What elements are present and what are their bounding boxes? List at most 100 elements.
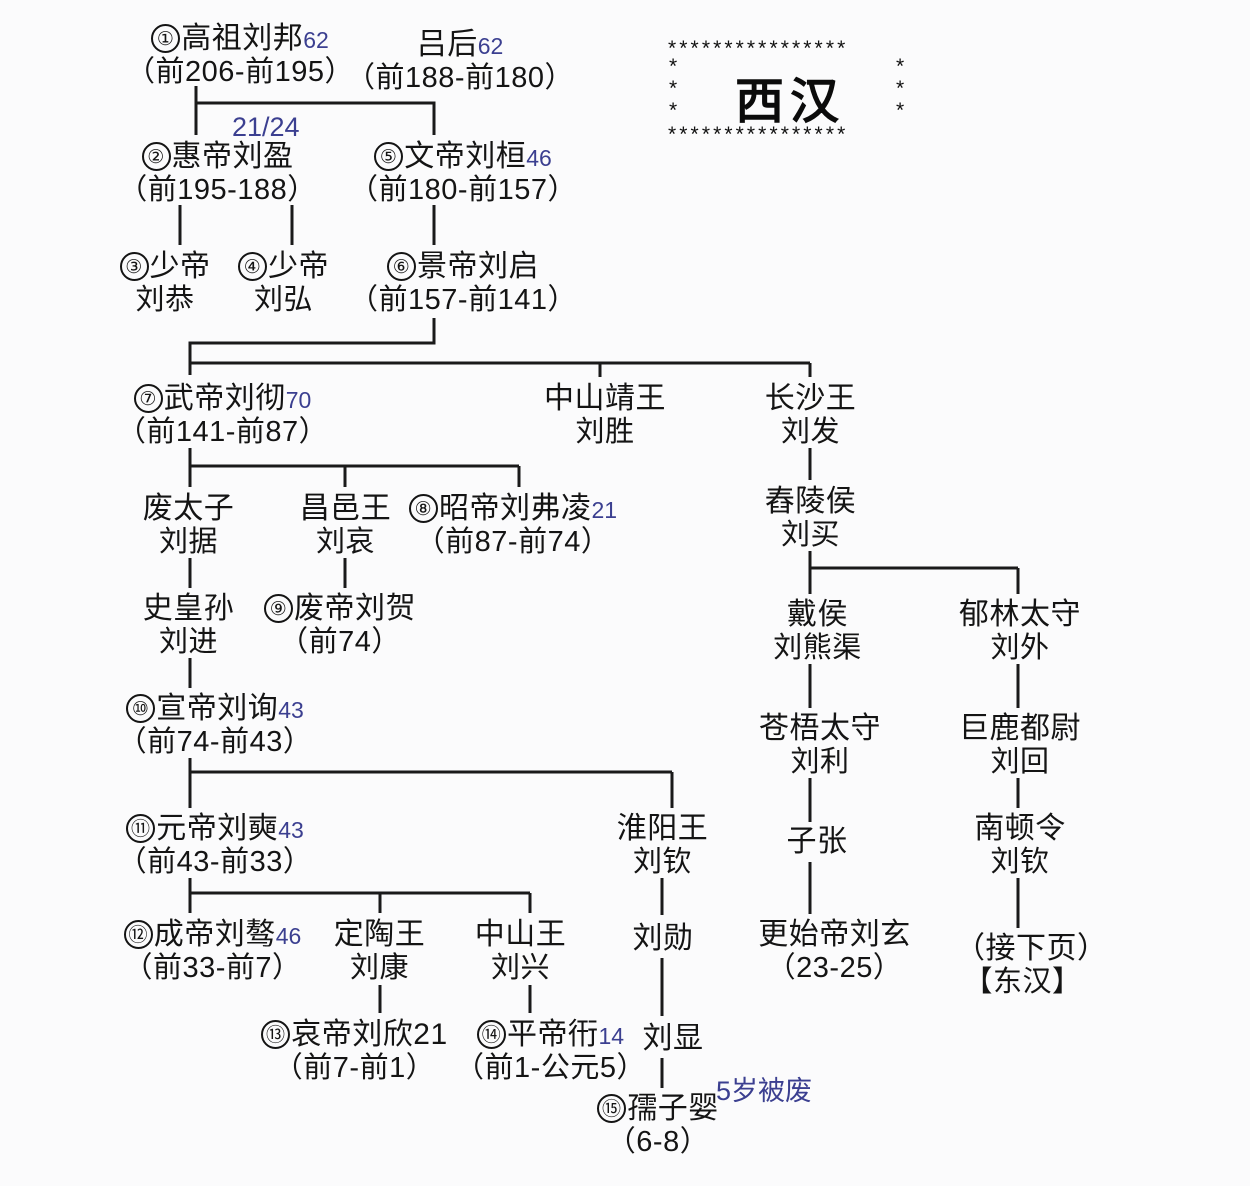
person-title-name: 中山王 [474, 918, 567, 951]
succession-number-badge: ⑧ [408, 494, 438, 523]
reign-years-or-given-name: （23-25） [766, 952, 903, 985]
person-name-line: 中山王 [458, 918, 583, 952]
reign-years-or-given-name: （6-8） [606, 1126, 710, 1159]
title-border-top: **************** [668, 37, 849, 60]
person-node-liuxun: 刘勋 [608, 922, 718, 956]
person-title-name: 高祖刘邦 [181, 22, 304, 55]
person-node-yulin: 郁林太守刘外 [945, 598, 1095, 665]
person-node-luhou: 吕后62 （前188-前180） [340, 28, 580, 95]
person-title-name: 成帝刘骜 [153, 918, 276, 951]
person-name-line: 子张 [762, 825, 872, 859]
reign-years-or-given-name: （前206-前195） [126, 56, 354, 89]
person-title-name: 惠帝刘盈 [171, 140, 294, 173]
succession-number-badge: ⑪ [126, 814, 156, 843]
reign-years-or-given-name: 刘康 [349, 952, 409, 985]
age-at-death: 46 [275, 923, 302, 949]
page-title: 西汉 [734, 74, 845, 129]
succession-number-badge: ③ [119, 252, 149, 281]
person-node-cangwu: 苍梧太守刘利 [745, 712, 895, 779]
person-title-name: 刘显 [642, 1022, 704, 1055]
reign-years-or-given-name: 刘买 [780, 519, 840, 552]
age-at-death: 14 [598, 1023, 625, 1049]
person-node-huaiyang: 淮阳王刘钦 [600, 812, 725, 879]
person-name-line: 戴侯 [755, 598, 880, 632]
person-name-line: 郁林太守 [945, 598, 1095, 632]
person-node-liuxian: 刘显 [618, 1022, 728, 1056]
succession-number-badge: ⑬ [261, 1020, 291, 1049]
reign-years-or-given-name: （前157-前141） [349, 284, 577, 317]
reign-years-or-given-name: （前87-前74） [415, 526, 611, 559]
person-name-line: 淮阳王 [600, 812, 725, 846]
age-at-death: 62 [303, 27, 329, 53]
age-at-death: 62 [477, 33, 504, 59]
reign-years-or-given-name: （前33-前7） [123, 952, 302, 985]
age-at-death: 43 [278, 817, 304, 843]
person-name-line: 舂陵侯 [748, 485, 873, 519]
person-name-line: 南顿令 [955, 812, 1085, 846]
reign-years-or-given-name: （前188-前180） [346, 62, 574, 95]
person-title-name: 巨鹿都尉 [959, 712, 1081, 745]
person-title-name: 苍梧太守 [759, 712, 881, 745]
reign-years-or-given-name: （前195-188） [118, 174, 317, 207]
person-node-gengshi: 更始帝刘玄（23-25） [742, 918, 927, 985]
person-title-name: 定陶王 [333, 918, 426, 951]
person-name-line: 昌邑王 [283, 492, 408, 526]
age-at-death: 70 [285, 387, 312, 413]
person-title-name: 元帝刘奭 [156, 812, 279, 845]
chart-title-plaque: **************** *** *** 西汉 ************… [668, 37, 912, 145]
person-node-zizhang: 子张 [762, 825, 872, 859]
person-node-chunling: 舂陵侯刘买 [748, 485, 873, 552]
reign-years-or-given-name: （前180-前157） [349, 174, 577, 207]
reign-years-or-given-name: 【东汉】 [963, 966, 1082, 999]
person-name-line: 更始帝刘玄 [742, 918, 927, 952]
succession-number-badge: ⑩ [126, 694, 156, 723]
succession-number-badge: ⑨ [264, 594, 293, 623]
person-node-feitaizi: 废太子刘据 [126, 492, 251, 559]
person-title-name: 舂陵侯 [764, 485, 857, 518]
reign-years-or-given-name: 刘进 [158, 626, 218, 659]
reign-years-or-given-name: 刘胜 [575, 416, 635, 449]
person-title-name: 孺子婴 [627, 1092, 719, 1125]
person-title-name: 更始帝刘玄 [758, 918, 911, 951]
person-name-line: （接下页） [955, 932, 1107, 966]
person-name-line: 史皇孙 [126, 592, 251, 626]
person-title-name: 昭帝刘弗凌 [438, 492, 592, 525]
person-title-name: 南顿令 [974, 812, 1066, 845]
succession-number-badge: ⑤ [374, 142, 404, 171]
succession-number-badge: ④ [238, 252, 267, 281]
person-title-name: 平帝衎 [506, 1018, 599, 1051]
person-node-changsha: 长沙王刘发 [748, 382, 873, 449]
person-title-name: （接下页） [955, 932, 1108, 965]
person-name-line: 长沙王 [748, 382, 873, 416]
person-node-nandun: 南顿令刘钦 [955, 812, 1085, 879]
title-border-bottom: **************** [668, 123, 849, 146]
reign-years-or-given-name: 刘利 [790, 746, 850, 779]
annotation-ann-21-24: 21/24 [232, 112, 300, 142]
person-title-name: 废太子 [142, 492, 235, 525]
reign-years-or-given-name: 刘据 [158, 526, 218, 559]
person-title-name: 少帝 [268, 250, 329, 283]
person-title-name: 戴侯 [787, 598, 848, 631]
person-title-name: 吕后 [416, 28, 478, 61]
person-title-name: 废帝刘贺 [294, 592, 416, 625]
annotation-ann-5sui: 5岁被废 [716, 1076, 813, 1106]
reign-years-or-given-name: （前43-前33） [117, 846, 313, 879]
